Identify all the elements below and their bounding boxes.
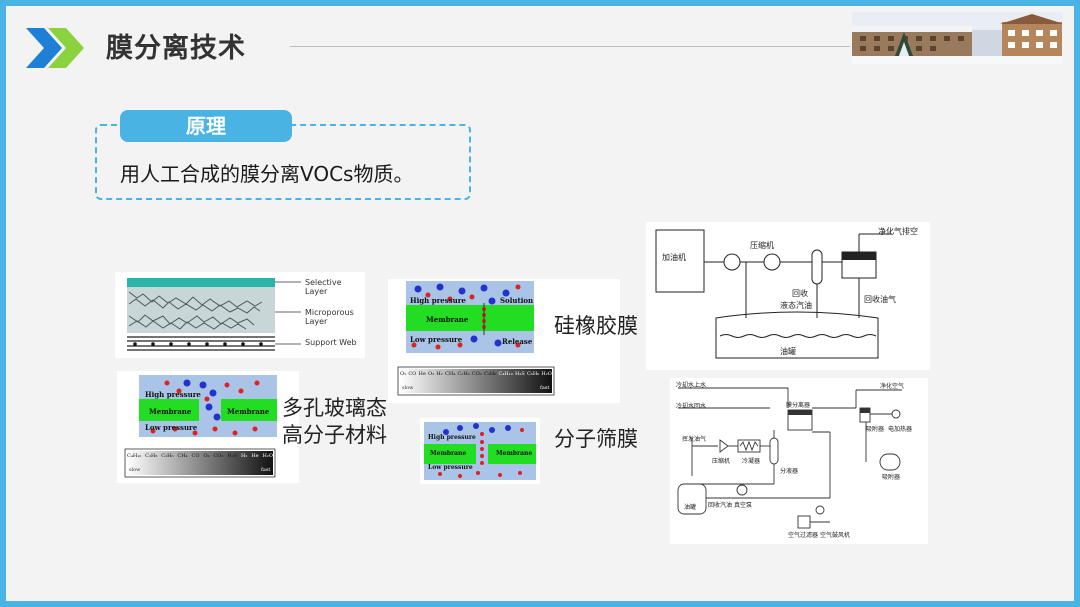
scale-item: He <box>418 371 426 377</box>
scale-item: H₂ <box>436 371 443 377</box>
sieve-label-high: High pressure <box>428 434 476 441</box>
proc-top-recover-gas: 回收油气 <box>864 295 896 304</box>
scale-item: CO <box>191 453 200 459</box>
porous-label-high: High pressure <box>145 390 201 399</box>
principle-text: 用人工合成的膜分离VOCs物质。 <box>120 162 414 186</box>
scale-item: H₂S <box>514 371 525 377</box>
proc-bot-blower: 空气鼓风机 <box>820 532 851 539</box>
header-photo <box>852 12 1062 64</box>
scale-item: C₃H₈ <box>484 371 497 377</box>
proc-bot-compressor: 压缩机 <box>712 458 731 465</box>
scale-item: CO <box>408 371 417 377</box>
proc-bot-vacuum: 真空泵 <box>734 502 753 509</box>
proc-bot-tank: 油罐 <box>684 504 697 511</box>
porous-label-membrane-left: Membrane <box>149 407 192 416</box>
proc-bot-cool-out: 冷却水回水 <box>676 403 707 410</box>
proc-bot-heater: 电加热器 <box>888 426 913 433</box>
silicone-label-high: High pressure <box>410 296 466 305</box>
scale-item: H₂S <box>227 453 238 459</box>
porous-label-membrane-right: Membrane <box>227 407 270 416</box>
porous-scale-row: C₄H₁₀ C₃H₈ C₂H₆ CH₄ CO O₂ CO₂ H₂S H₂ He … <box>127 453 273 459</box>
molecular-sieve-figure: High pressure Membrane Membrane Low pres… <box>420 418 540 484</box>
caption-sieve: 分子筛膜 <box>554 427 638 451</box>
layer-label-selective: Selective Layer <box>305 278 342 296</box>
silicone-membrane-figure: High pressure Membrane Low pressure Solu… <box>388 279 620 403</box>
scale-item: C₄H₁₀ <box>127 453 142 459</box>
scale-item: H₂ <box>240 453 248 459</box>
scale-item: CH₄ <box>445 371 456 377</box>
caption-porous-line2: 高分子材料 <box>282 423 387 447</box>
scale-item: H₂O <box>262 453 273 459</box>
proc-top-tank: 油罐 <box>780 347 796 356</box>
proc-top-liquid-oil: 液态汽油 <box>780 301 812 310</box>
silicone-label-solution: Solution <box>500 296 534 305</box>
layer-label-microporous: Microporous Layer <box>305 308 354 326</box>
chevron-logo-icon <box>26 28 84 68</box>
silicone-label-low: Low pressure <box>410 335 463 344</box>
process-diagram-top: 加油机 压缩机 净化气排空 回收 液态汽油 回收油气 油罐 <box>646 222 930 370</box>
porous-scale-start: slow <box>129 467 141 473</box>
layer-label-support: Support Web <box>305 338 357 347</box>
sieve-label-membrane-left: Membrane <box>430 450 467 457</box>
proc-bot-recover-oil: 回收汽油 <box>708 502 733 509</box>
proc-bot-adsorber: 吸附器 <box>866 426 885 433</box>
caption-porous-line1: 多孔玻璃态 <box>282 396 387 420</box>
scale-item: CO₂ <box>471 371 482 377</box>
silicone-scale-end: fast <box>540 385 550 391</box>
sieve-label-low: Low pressure <box>428 464 473 471</box>
scale-item: CO₂ <box>213 453 224 459</box>
scale-item: C₃H₈ <box>145 453 158 459</box>
caption-silicone: 硅橡胶膜 <box>554 314 638 338</box>
proc-top-fuel-machine: 加油机 <box>662 253 686 262</box>
proc-bot-vapor: 挥发油气 <box>682 436 707 443</box>
silicone-label-membrane: Membrane <box>426 315 469 324</box>
sieve-label-membrane-right: Membrane <box>496 450 533 457</box>
process-diagram-bottom: 冷却水上水 冷却水回水 膜分离器 净化空气 挥发油气 压缩机 冷凝器 分液器 吸… <box>670 378 928 544</box>
proc-bot-air-filter: 空气过滤器 <box>788 532 819 539</box>
proc-top-clean-gas: 净化气排空 <box>878 227 918 236</box>
page-title: 膜分离技术 <box>106 33 246 64</box>
scale-item: O₂ <box>400 371 407 377</box>
proc-top-recover: 回收 <box>792 289 808 298</box>
scale-item: C₆H₆ <box>526 371 540 377</box>
silicone-label-release: Release <box>502 337 533 346</box>
proc-bot-cool-in: 冷却水上水 <box>676 382 707 389</box>
porous-scale-end: fast <box>261 467 271 473</box>
silicone-scale-start: slow <box>402 385 414 391</box>
porous-label-low: Low pressure <box>145 423 198 432</box>
scale-item: C₂H₆ <box>161 453 174 459</box>
proc-bot-membrane-unit: 膜分离器 <box>786 402 811 409</box>
silicone-scale-row: O₂ CO He O₂ H₂ CH₄ C₂H₆ CO₂ C₃H₈ C₄H₁₀ H… <box>400 371 552 377</box>
proc-bot-clean-air: 净化空气 <box>880 383 905 390</box>
proc-top-compressor: 压缩机 <box>750 241 774 250</box>
scale-item: H₂O <box>541 371 552 377</box>
proc-bot-adsorb2: 吸附器 <box>882 474 901 481</box>
principle-tag: 原理 <box>120 110 292 142</box>
scale-item: O₂ <box>428 371 435 377</box>
scale-item: C₄H₁₀ <box>498 371 513 377</box>
scale-item: He <box>251 453 259 459</box>
proc-bot-separator: 分液器 <box>780 468 799 475</box>
scale-item: CH₄ <box>177 453 188 459</box>
membrane-layer-figure: Selective Layer Microporous Layer Suppor… <box>115 272 365 358</box>
scale-item: C₂H₆ <box>457 371 470 377</box>
porous-glassy-figure: High pressure Membrane Membrane Low pres… <box>117 371 299 483</box>
proc-bot-condenser: 冷凝器 <box>742 458 761 465</box>
scale-item: O₂ <box>203 453 210 459</box>
title-divider <box>290 46 850 47</box>
